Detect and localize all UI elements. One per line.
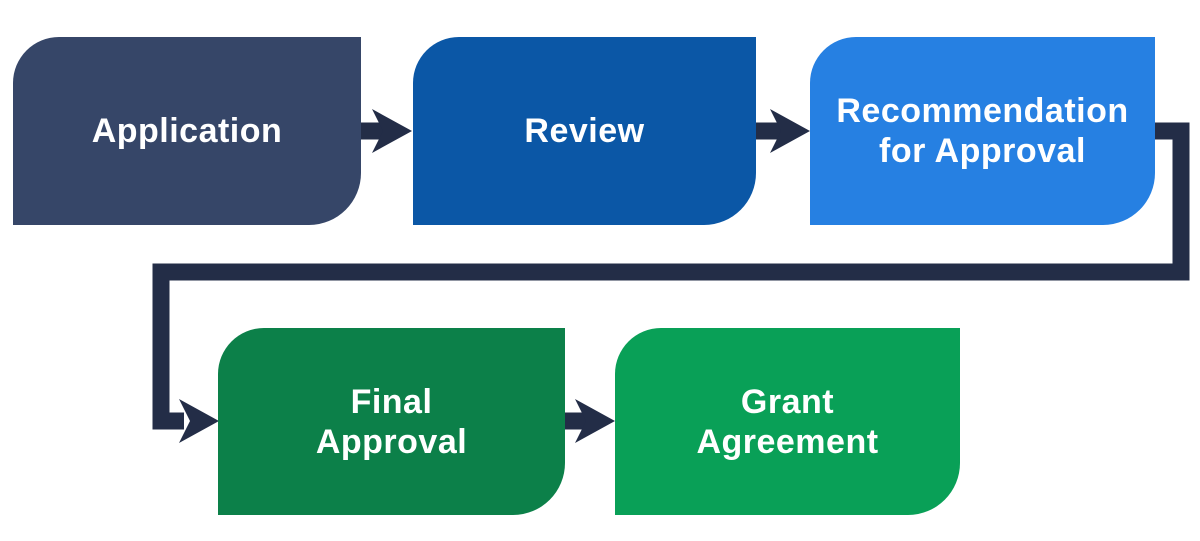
node-grant-agreement-label: Grant Agreement bbox=[696, 382, 879, 461]
node-final-approval-label: Final Approval bbox=[315, 382, 468, 461]
arrow-application-to-review bbox=[359, 109, 412, 153]
elbow-connector-recommendation-to-final-approval bbox=[152, 122, 1190, 443]
node-application-label: Application bbox=[91, 112, 283, 150]
node-application: Application bbox=[13, 37, 361, 225]
arrow-review-to-recommendation bbox=[754, 109, 810, 153]
node-review: Review bbox=[413, 37, 756, 225]
node-final-approval: Final Approval bbox=[218, 328, 565, 515]
node-review-label: Review bbox=[524, 112, 645, 150]
node-recommendation-for-approval-label: Recommendation for Approval bbox=[836, 92, 1129, 170]
arrow-final-approval-to-grant-agreement bbox=[563, 399, 615, 443]
node-recommendation-for-approval: Recommendation for Approval bbox=[810, 37, 1155, 225]
node-grant-agreement: Grant Agreement bbox=[615, 328, 960, 515]
